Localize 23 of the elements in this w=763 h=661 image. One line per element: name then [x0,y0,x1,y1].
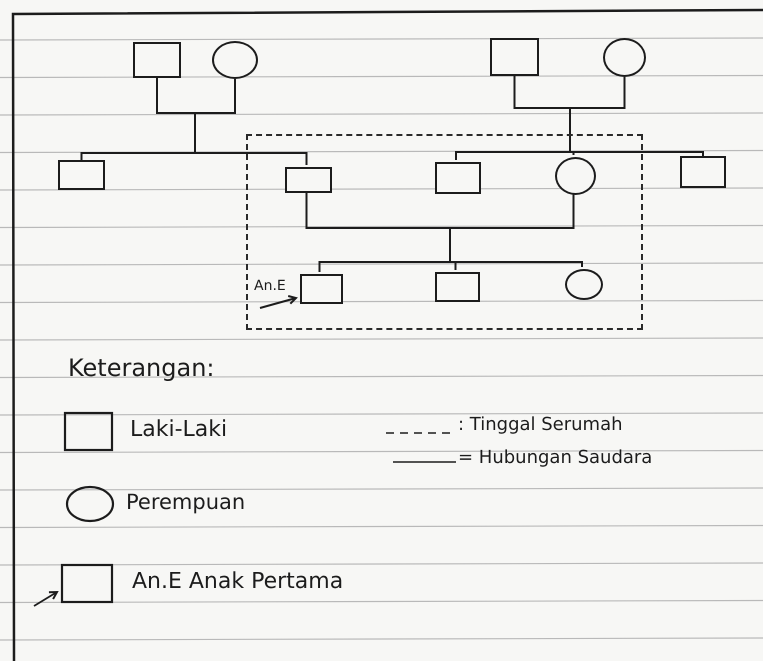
household-boundary [246,134,643,330]
female-circle [555,157,596,195]
relationship-line [569,77,704,156]
female-circle [603,38,646,77]
female-circle [565,269,603,300]
legend-heading: Keterangan: [68,355,215,382]
pointer-arrow [260,295,297,309]
legend-label: An.E Anak Pertama [132,570,344,594]
male-square [435,272,480,302]
female-circle [212,41,258,79]
male-square [680,156,726,188]
legend-label: Laki-Laki [130,418,228,442]
male-square [285,167,332,193]
male-square [435,162,481,194]
index-label: An.E [254,278,286,294]
male-square [490,38,539,76]
legend-label: = Hubungan Saudara [458,448,652,468]
male-square [133,42,181,78]
legend-label: : Tinggal Serumah [458,415,623,435]
male-square [300,274,343,304]
male-square [58,160,105,190]
relationship-line [194,79,308,165]
legend-label: Perempuan [126,491,246,514]
